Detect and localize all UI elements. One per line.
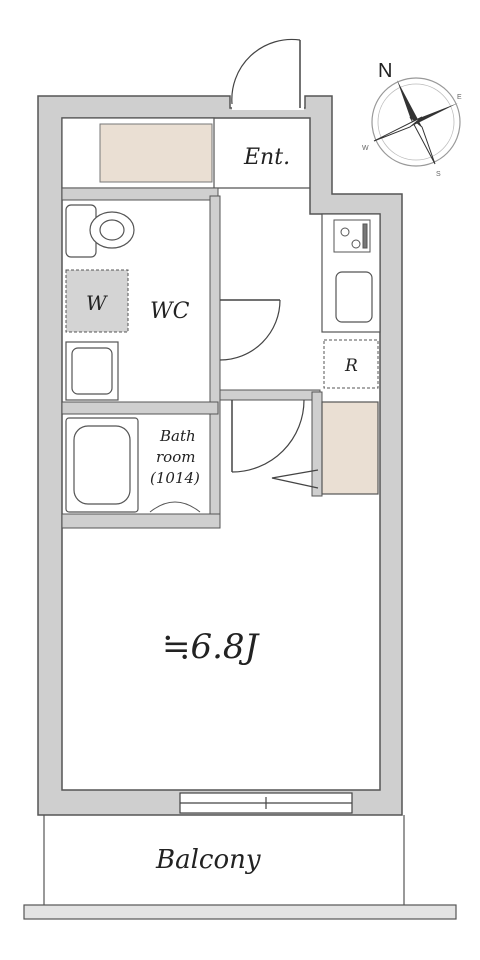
compass-icon (371, 77, 461, 167)
wall-wc-top (61, 187, 219, 201)
room-closet (321, 401, 379, 495)
refrigerator-label: R (344, 356, 358, 376)
wall-wc-right (209, 195, 221, 527)
compass-east-label: E (457, 94, 462, 101)
shoe-cabinet (99, 123, 213, 183)
wc-door-swing (219, 299, 281, 361)
bath-door-swing (149, 501, 201, 513)
bathtub (65, 417, 139, 513)
kitchen-sink (335, 271, 373, 323)
wall-bath-bottom (61, 513, 221, 529)
toilet-icon (65, 204, 135, 258)
wc-label: WC (150, 299, 190, 324)
entrance-door-gap (232, 94, 304, 110)
closet-door-mark (271, 469, 319, 489)
refrigerator-space (323, 339, 379, 389)
compass-south-label: S (436, 171, 441, 178)
entrance-door-swing (231, 38, 301, 105)
compass-north-label: N (378, 60, 392, 82)
wall-bath-top (61, 401, 219, 415)
compass-west-label: W (362, 145, 369, 152)
washer-space (65, 269, 129, 333)
bath-label-line1: Bath (159, 427, 196, 445)
wall-closet-left (311, 391, 323, 497)
entrance-label: Ent. (243, 145, 290, 170)
balcony-label: Balcony (155, 845, 261, 875)
vanity-sink (65, 341, 119, 401)
balcony-window (179, 792, 353, 814)
bath-label-line2: room (156, 448, 195, 466)
balcony (23, 815, 457, 920)
wall-hall (219, 389, 321, 401)
main-room-label: ≒6.8J (162, 627, 261, 667)
stove-icon (333, 219, 371, 253)
room-door-swing (231, 399, 305, 473)
washer-label: W (86, 291, 108, 315)
bath-label-line3: (1014) (150, 469, 200, 487)
